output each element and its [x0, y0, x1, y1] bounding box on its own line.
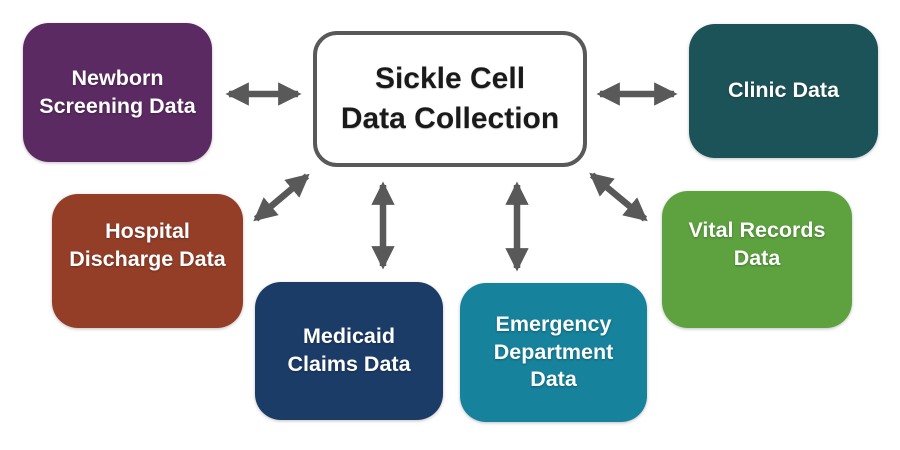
node-label-line: Claims Data: [287, 352, 411, 376]
arrow-hospital-center: [253, 173, 310, 222]
node-newborn-screening-data: Newborn Screening Data: [23, 23, 212, 162]
node-clinic-data: Clinic Data: [689, 24, 878, 158]
node-label-line: Clinic Data: [727, 78, 840, 103]
node-label-line: Data: [733, 245, 781, 270]
node-label-line: Data: [530, 367, 577, 392]
node-medicaid-claims-data: Medicaid Claims Data: [255, 282, 443, 420]
node-label-line: Hospital: [105, 219, 190, 243]
arrow-vital-center: [589, 172, 648, 222]
node-label-line: Emergency: [495, 311, 612, 336]
node-vital-records-data: Vital Records Data: [662, 191, 852, 328]
node-label-line: Medicaid: [303, 324, 395, 349]
center-title-line: Data Collection: [340, 102, 560, 135]
node-label-line: Screening Data: [39, 93, 196, 118]
node-hospital-discharge-data: Hospital Discharge Data: [52, 194, 243, 328]
center-title-line: Sickle Cell: [374, 62, 526, 96]
node-label-line: Vital Records: [688, 218, 826, 242]
node-label-line: Department: [493, 339, 614, 364]
center-box-sickle-cell-data-collection: Sickle Cell Data Collection: [313, 31, 587, 167]
node-label-line: Discharge Data: [69, 246, 226, 271]
node-emergency-department-data: Emergency Department Data: [460, 283, 647, 422]
node-label-line: Newborn: [71, 65, 164, 90]
